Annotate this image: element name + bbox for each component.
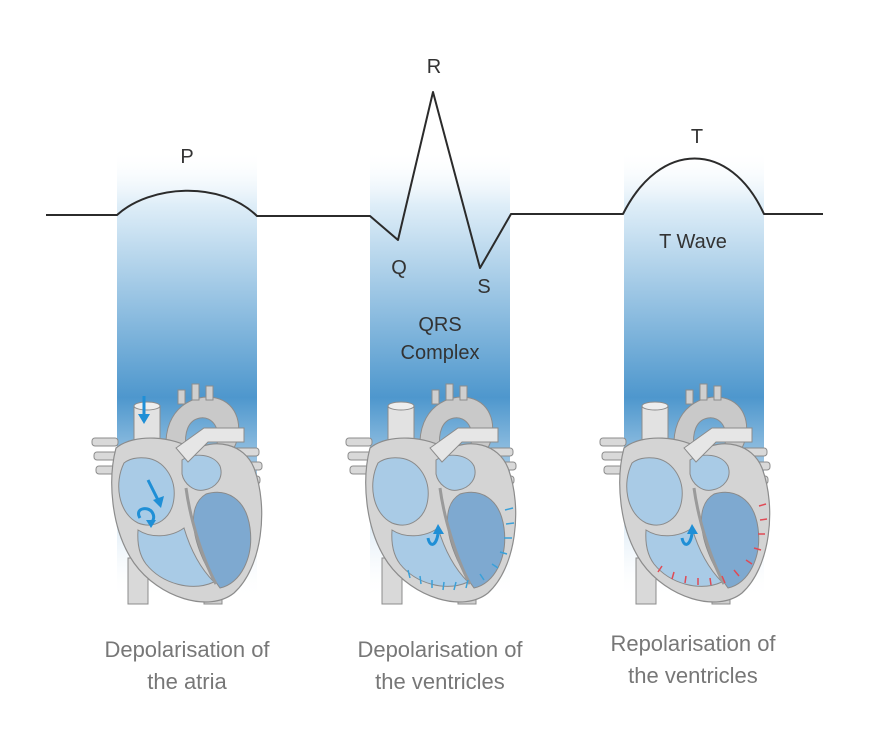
caption-ventricles-repol-line1: Repolarisation of: [610, 631, 776, 656]
t-wave-label: T: [690, 126, 704, 148]
p-wave-label: P: [180, 146, 194, 168]
qrs-label-line2: Complex: [400, 342, 480, 364]
caption-atria-line2: the atria: [147, 669, 227, 694]
qrs-label-line1: QRS: [418, 314, 462, 336]
caption-atria-line1: Depolarisation of: [104, 637, 270, 662]
s-wave-label: S: [477, 276, 491, 298]
curved-arrow-icon: [426, 533, 440, 546]
caption-ventricles-depol-line2: the ventricles: [375, 669, 505, 694]
caption-atria: Depolarisation of the atria: [104, 634, 269, 698]
caption-ventricles-depol: Depolarisation of the ventricles: [357, 634, 522, 698]
r-wave-label: R: [426, 56, 442, 78]
heart-ventricles-repol: [598, 382, 772, 606]
downward-arrow-icon: [146, 479, 160, 501]
caption-ventricles-repol-line2: the ventricles: [628, 663, 758, 688]
heart-atria: [90, 382, 264, 606]
t-wave-title: T Wave: [659, 231, 727, 253]
depolarisation-ticks: [407, 507, 515, 591]
ecg-trace: [46, 91, 823, 269]
curved-arrow-icon: [680, 533, 694, 546]
heart-ventricles-depol: [344, 382, 518, 606]
q-wave-label: Q: [391, 257, 407, 279]
caption-ventricles-repol: Repolarisation of the ventricles: [610, 628, 775, 692]
caption-ventricles-depol-line1: Depolarisation of: [357, 637, 523, 662]
repolarisation-ticks: [657, 503, 768, 586]
